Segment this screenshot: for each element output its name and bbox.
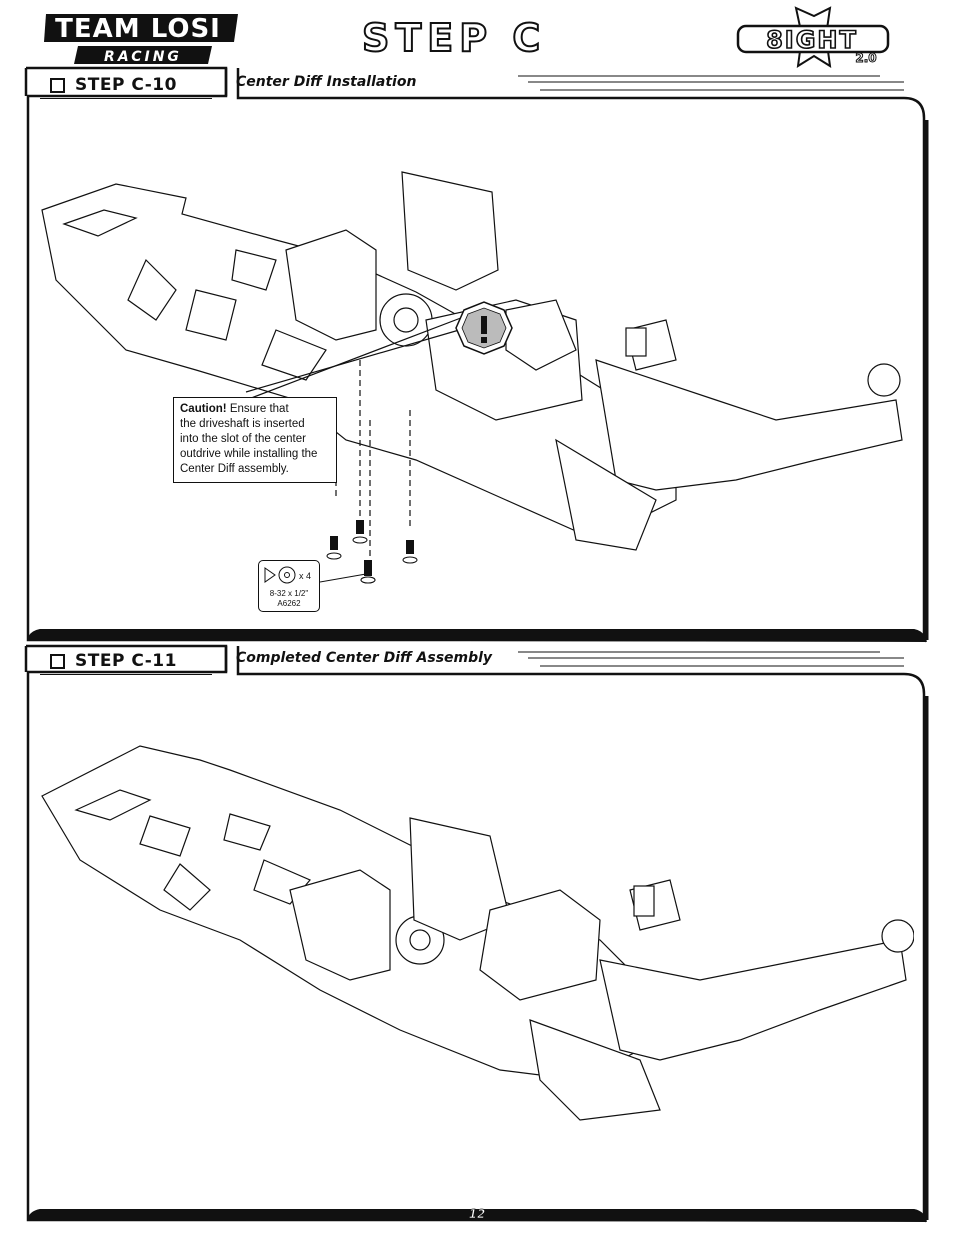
page-number: 12 bbox=[468, 1207, 486, 1222]
warning-icon bbox=[455, 301, 513, 355]
caution-text-5: Center Diff assembly. bbox=[180, 463, 289, 475]
eight-2-logo: 8IGHT 2.0 bbox=[734, 6, 894, 68]
caution-text-4: outdrive while installing the bbox=[180, 448, 318, 460]
team-losi-racing-logo: TEAM LOSI RACING bbox=[38, 8, 248, 66]
completed-assembly-illustration bbox=[41, 745, 914, 1121]
screw-washer-icon bbox=[264, 566, 296, 584]
step-c10-tab: STEP C-10 bbox=[36, 70, 216, 100]
divider bbox=[40, 674, 212, 675]
svg-text:2.0: 2.0 bbox=[855, 51, 876, 65]
caution-callout: Caution! Ensure that the driveshaft is i… bbox=[173, 397, 337, 483]
checkbox-icon[interactable] bbox=[50, 77, 65, 93]
svg-text:TEAM LOSI: TEAM LOSI bbox=[55, 14, 221, 44]
step-c10-label: STEP C-10 bbox=[75, 75, 177, 95]
checkbox-icon[interactable] bbox=[50, 653, 65, 669]
step-c11-label: STEP C-11 bbox=[75, 651, 177, 671]
step-c11-title: Completed Center Diff Assembly bbox=[236, 650, 493, 666]
divider bbox=[40, 98, 212, 99]
step-c11-tab: STEP C-11 bbox=[36, 646, 216, 676]
parts-number: A6262 bbox=[277, 599, 301, 608]
caution-text-3: into the slot of the center bbox=[180, 433, 306, 445]
caution-text-2: the driveshaft is inserted bbox=[180, 418, 305, 430]
parts-size: 8-32 x 1/2" bbox=[269, 589, 309, 598]
caution-label: Caution! bbox=[180, 403, 227, 415]
leader-line bbox=[320, 562, 376, 584]
parts-quantity: x 4 bbox=[299, 571, 312, 581]
step-c10-title: Center Diff Installation bbox=[236, 74, 417, 90]
parts-callout: x 4 8-32 x 1/2" A6262 bbox=[258, 560, 320, 612]
center-diff-installation-illustration bbox=[41, 171, 903, 584]
page-title: STEP C bbox=[361, 15, 547, 61]
caution-text-1: Ensure that bbox=[226, 403, 289, 415]
svg-text:RACING: RACING bbox=[104, 49, 182, 65]
svg-text:8IGHT: 8IGHT bbox=[766, 26, 858, 54]
